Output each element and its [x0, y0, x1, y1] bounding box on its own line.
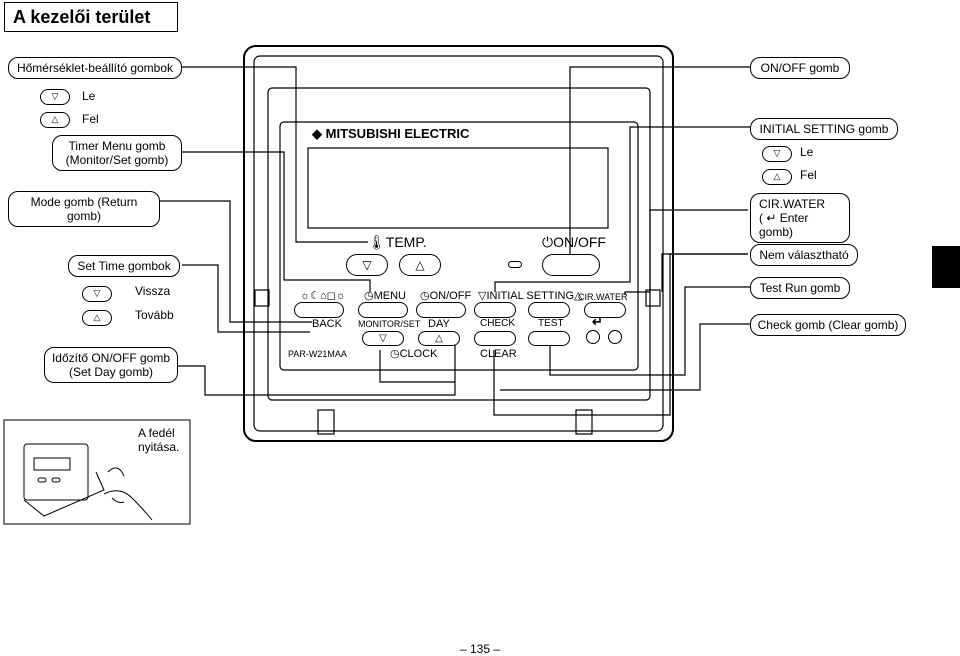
brand-logo: ◆ MITSUBISHI ELECTRIC	[312, 126, 470, 141]
up-key-icon: △	[40, 112, 70, 128]
menu-button[interactable]	[358, 302, 408, 318]
brand-name: MITSUBISHI ELECTRIC	[325, 126, 470, 141]
label-right-le: Le	[800, 145, 814, 159]
label-le: Le	[82, 89, 96, 103]
menu-label: ◷MENU	[364, 290, 406, 302]
temp-up-button[interactable]: △	[399, 254, 441, 276]
clock-text: CLOCK	[399, 348, 438, 360]
temp-down-button[interactable]: ▽	[346, 254, 388, 276]
clock-icon: ◷	[364, 290, 374, 302]
label-cir-water: CIR.WATER ( ↵ Enter gomb)	[750, 193, 850, 243]
label-onoff: ON/OFF gomb	[750, 57, 850, 79]
back-label: BACK	[312, 318, 342, 330]
label-fel: Fel	[82, 112, 99, 126]
label-initial-setting: INITIAL SETTING gomb	[750, 118, 898, 140]
label-timer-onoff-line1: Időzítő ON/OFF gomb	[51, 351, 171, 365]
menu-text: MENU	[373, 290, 406, 302]
cir-water-button[interactable]	[584, 302, 626, 318]
label-timer-onoff: Időzítő ON/OFF gomb (Set Day gomb)	[44, 347, 178, 383]
timer-clock-icon: ◷	[420, 290, 430, 302]
temp-label: 🌡TEMP.	[368, 234, 427, 250]
model-label: PAR-W21MAA	[288, 349, 347, 359]
onoff-text: ON/OFF	[553, 234, 606, 250]
check-button[interactable]	[474, 331, 516, 346]
timer-onoff-text: ON/OFF	[429, 290, 472, 302]
back-key-icon: ▽	[82, 286, 112, 302]
label-mode: Mode gomb (Return gomb)	[8, 191, 160, 227]
next-key-icon: △	[82, 310, 112, 326]
onoff-device-label: ⏻ON/OFF	[542, 234, 606, 250]
label-cover-line2: nyitása.	[138, 440, 180, 454]
cir-water-label: CIR.WATER	[578, 292, 628, 302]
temp-text: TEMP.	[385, 234, 427, 250]
clock-label: ◷CLOCK	[390, 348, 438, 360]
label-cir-water-line1: CIR.WATER	[759, 197, 825, 211]
label-not-selectable: Nem választható	[750, 244, 858, 266]
page-number: – 135 –	[459, 642, 501, 656]
initial-up-key-icon: △	[762, 169, 792, 185]
initial-down-key-icon: ▽	[762, 146, 792, 162]
clock-down-button[interactable]: ▽	[362, 331, 404, 346]
initial-setting-up-button[interactable]	[528, 302, 570, 318]
thermometer-icon: 🌡	[368, 234, 386, 250]
monitor-set-label: MONITOR/SET	[358, 319, 421, 329]
clock-up-button[interactable]: △	[418, 331, 460, 346]
power-icon: ⏻	[542, 234, 554, 250]
test-button[interactable]	[528, 331, 570, 346]
mode-icons: ☼☾⌂◻☼	[300, 290, 346, 302]
section-tab-marker	[932, 246, 960, 288]
check-label: CHECK	[480, 318, 516, 329]
onoff-button[interactable]	[542, 254, 600, 276]
enter-button[interactable]	[586, 330, 600, 344]
onoff-lamp	[508, 261, 522, 268]
label-timer-onoff-line2: (Set Day gomb)	[68, 365, 154, 379]
label-right-fel: Fel	[800, 168, 817, 182]
initial-setting-down-button[interactable]	[474, 302, 516, 318]
label-timer-menu-line2: (Monitor/Set gomb)	[65, 153, 169, 167]
initial-setting-label: ▽INITIAL SETTING△	[478, 290, 583, 302]
mitsubishi-logo-icon: ◆	[312, 126, 322, 141]
day-label: DAY	[428, 318, 450, 330]
label-temp-buttons: Hőmérséklet-beállító gombok	[8, 57, 182, 79]
label-timer-menu: Timer Menu gomb (Monitor/Set gomb)	[52, 135, 182, 171]
timer-onoff-label: ◷ON/OFF	[420, 290, 471, 302]
label-check: Check gomb (Clear gomb)	[750, 314, 906, 336]
label-vissza: Vissza	[135, 284, 171, 298]
page-title: A kezelői terület	[4, 2, 178, 32]
label-set-time: Set Time gombok	[68, 255, 180, 277]
down-key-icon: ▽	[40, 89, 70, 105]
label-cir-water-line2: ( ↵ Enter gomb)	[759, 211, 809, 239]
label-cover-line1: A fedél	[138, 426, 175, 440]
test-label: TEST	[538, 318, 564, 329]
timer-onoff-button[interactable]	[416, 302, 466, 318]
clear-label: CLEAR	[480, 348, 517, 360]
enter-icon: ↵	[592, 314, 603, 329]
mode-button[interactable]	[294, 302, 344, 318]
label-test-run: Test Run gomb	[750, 277, 850, 299]
cir-water-enter-button[interactable]	[608, 330, 622, 344]
label-timer-menu-line1: Timer Menu gomb	[68, 139, 166, 153]
clock-small-icon: ◷	[390, 348, 400, 360]
label-tovabb: Tovább	[135, 308, 174, 322]
